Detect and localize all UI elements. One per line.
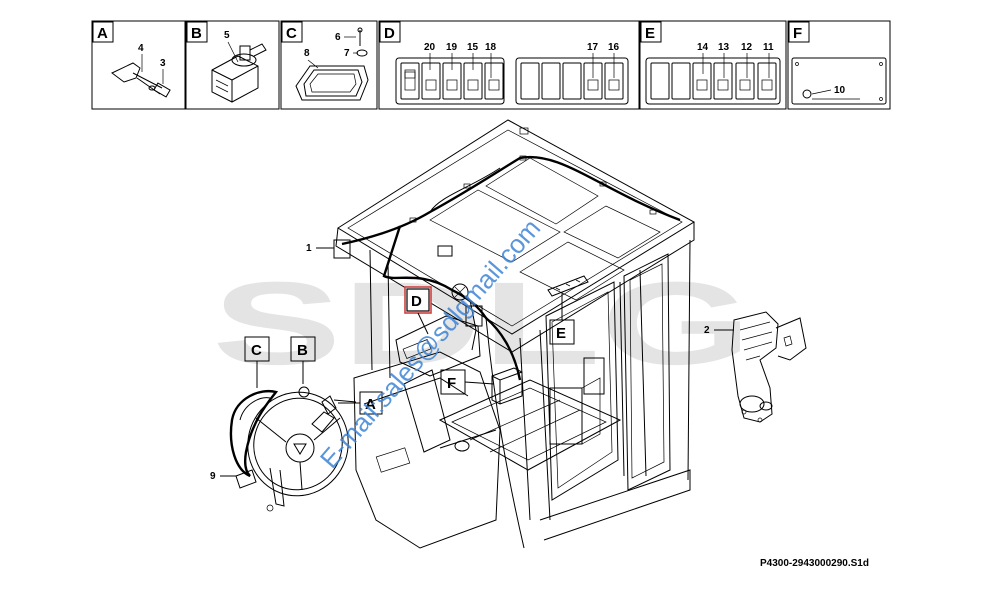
switch-panel-left-icon (395, 53, 505, 105)
svg-text:9: 9 (210, 471, 216, 482)
detail-panel-d: D 20 19 15 18 17 16 (378, 20, 640, 110)
detail-panel-c: C 6 7 8 (280, 20, 378, 110)
svg-text:1: 1 (306, 243, 312, 254)
svg-text:16: 16 (608, 42, 620, 53)
cab-illustration (333, 119, 695, 549)
svg-text:17: 17 (587, 42, 599, 53)
svg-text:A: A (365, 396, 376, 413)
detail-panel-a: A 4 3 (91, 20, 186, 110)
detail-panel-b: B 5 (185, 20, 280, 110)
svg-text:4: 4 (138, 43, 144, 54)
svg-text:D: D (411, 293, 422, 310)
svg-text:D: D (384, 25, 395, 42)
svg-text:18: 18 (485, 42, 497, 53)
svg-text:6: 6 (335, 32, 341, 43)
callout-2: 2 (704, 325, 734, 336)
callout-1: 1 (306, 243, 334, 254)
svg-text:19: 19 (446, 42, 458, 53)
main-label-c: C (244, 336, 270, 388)
main-label-f: F (440, 369, 495, 395)
svg-text:13: 13 (718, 42, 730, 53)
main-label-b: B (290, 336, 316, 384)
svg-text:F: F (793, 25, 802, 42)
svg-text:20: 20 (424, 42, 436, 53)
main-label-e: E (549, 292, 575, 345)
svg-text:10: 10 (834, 85, 846, 96)
ignition-switch-icon (211, 41, 267, 103)
svg-text:E: E (645, 25, 655, 42)
svg-text:2: 2 (704, 325, 710, 336)
svg-text:C: C (251, 342, 262, 359)
main-label-d: D (404, 286, 432, 335)
steering-wheel-detail (229, 386, 357, 512)
svg-text:8: 8 (304, 48, 310, 59)
storage-tray-icon (295, 27, 369, 101)
main-label-a: A (338, 391, 383, 415)
detail-panel-f: F 10 (787, 20, 891, 110)
svg-text:A: A (97, 25, 108, 42)
switch-panel-e-icon (645, 53, 781, 105)
svg-text:15: 15 (467, 42, 479, 53)
svg-text:3: 3 (160, 58, 166, 69)
svg-text:F: F (447, 375, 456, 392)
svg-text:E: E (556, 325, 566, 342)
svg-text:11: 11 (763, 42, 774, 53)
reference-code: P4300-2943000290.S1d (760, 558, 869, 569)
wiper-motor-detail (731, 311, 807, 423)
svg-text:C: C (286, 25, 297, 42)
control-unit-plate-icon (791, 57, 887, 105)
callout-9: 9 (210, 469, 257, 489)
svg-text:5: 5 (224, 30, 230, 41)
svg-text:7: 7 (344, 48, 350, 59)
svg-text:12: 12 (741, 42, 753, 53)
hydraulic-lever-icon (111, 54, 171, 98)
svg-text:14: 14 (697, 42, 709, 53)
svg-text:B: B (297, 342, 308, 359)
switch-panel-right-icon (515, 53, 629, 105)
detail-panel-e: E 14 13 12 11 (639, 20, 787, 110)
svg-text:B: B (191, 25, 202, 42)
